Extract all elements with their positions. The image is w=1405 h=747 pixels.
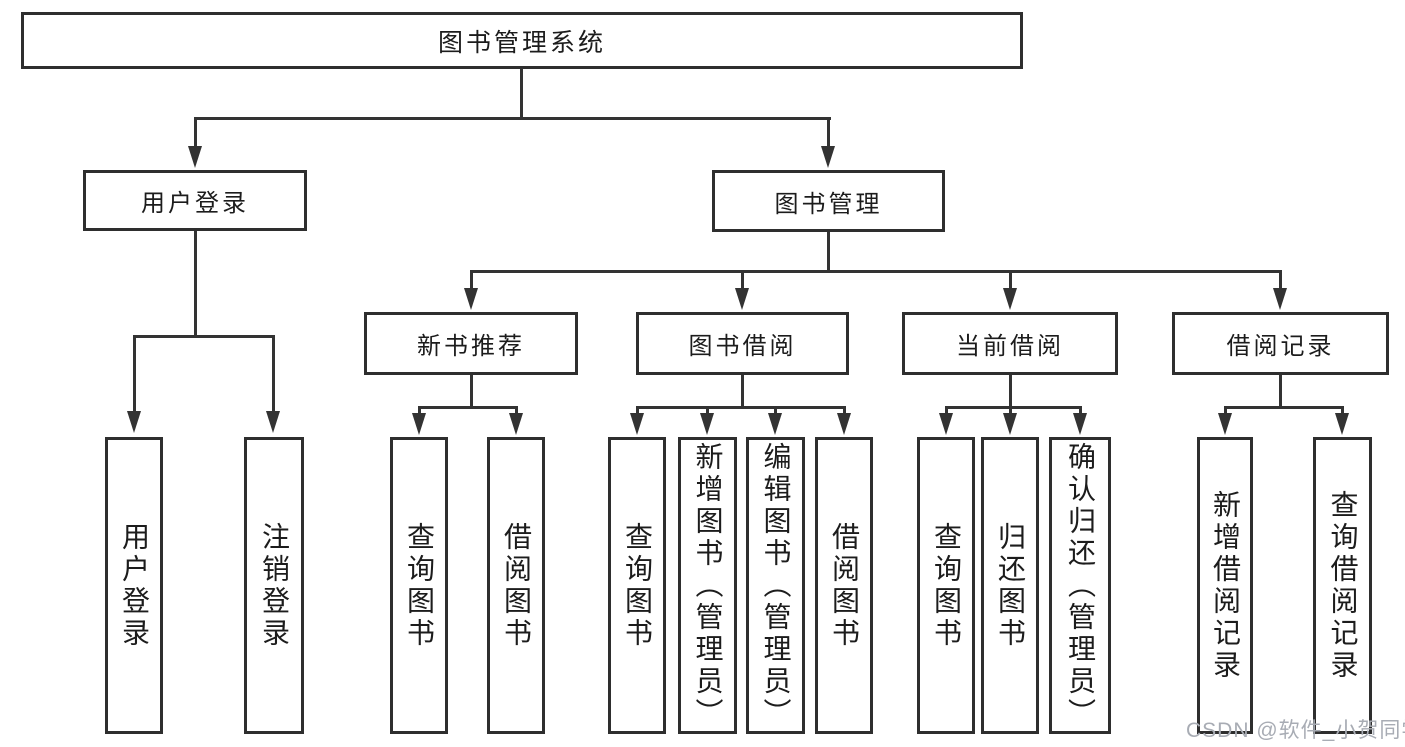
node-book-borrowing: 图书借阅	[636, 312, 849, 375]
arrow-down-icon	[188, 146, 202, 168]
connector-new-book-stem	[470, 375, 473, 409]
arrow-down-icon	[768, 413, 782, 435]
connector-to-leaf	[945, 406, 948, 416]
connector-to-leaf	[1224, 406, 1227, 416]
connector-to-leaf	[272, 335, 275, 413]
node-leaf-query-books: 查询图书	[917, 437, 975, 734]
arrow-down-icon	[821, 146, 835, 168]
connector-to-leaf	[1009, 406, 1012, 416]
arrow-down-icon	[1335, 413, 1349, 435]
connector-to-leaf	[774, 406, 777, 416]
arrow-down-icon	[1003, 413, 1017, 435]
connector-root-branch	[194, 117, 831, 120]
connector-to-book-management	[827, 117, 830, 149]
connector-to-leaf	[706, 406, 709, 416]
leaf-label: 确认归还（管理员）	[1065, 441, 1096, 730]
node-leaf-confirm-return-admin: 确认归还（管理员）	[1049, 437, 1111, 734]
leaf-label: 用户登录	[119, 521, 150, 650]
connector-book-borrowing-stem	[741, 375, 744, 409]
leaf-label: 新增图书（管理员）	[692, 441, 724, 730]
arrow-down-icon	[127, 411, 141, 433]
arrow-down-icon	[630, 413, 644, 435]
connector-new-book-branch	[418, 406, 518, 409]
arrow-down-icon	[1218, 413, 1232, 435]
arrow-down-icon	[939, 413, 953, 435]
connector-user-login-branch	[133, 335, 275, 338]
leaf-label: 查询图书	[404, 521, 435, 650]
connector-to-borrowing-records	[1279, 270, 1282, 290]
node-leaf-logout: 注销登录	[244, 437, 304, 734]
connector-to-leaf	[1079, 406, 1082, 416]
arrow-down-icon	[735, 288, 749, 310]
connector-current-borrowing-branch	[945, 406, 1082, 409]
arrow-down-icon	[509, 413, 523, 435]
arrow-down-icon	[1073, 413, 1087, 435]
node-current-borrowing: 当前借阅	[902, 312, 1118, 375]
node-leaf-borrow-books: 借阅图书	[815, 437, 873, 734]
node-leaf-query-borrow-record: 查询借阅记录	[1313, 437, 1372, 734]
node-leaf-add-books-admin: 新增图书（管理员）	[678, 437, 737, 734]
connector-to-user-login	[194, 117, 197, 149]
arrow-down-icon	[412, 413, 426, 435]
node-borrowing-records: 借阅记录	[1172, 312, 1389, 375]
node-leaf-return-books: 归还图书	[981, 437, 1039, 734]
leaf-label: 借阅图书	[829, 521, 860, 650]
arrow-down-icon	[266, 411, 280, 433]
node-user-login: 用户登录	[83, 170, 307, 231]
connector-book-management-branch	[470, 270, 1282, 273]
leaf-label: 注销登录	[259, 521, 290, 650]
node-root: 图书管理系统	[21, 12, 1023, 69]
leaf-label: 查询图书	[622, 521, 653, 650]
connector-book-borrowing-branch	[636, 406, 846, 409]
node-new-book-recommendation: 新书推荐	[364, 312, 578, 375]
arrow-down-icon	[1003, 288, 1017, 310]
connector-to-leaf	[515, 406, 518, 416]
leaf-label: 借阅图书	[501, 521, 532, 650]
connector-user-login-stem	[194, 231, 197, 337]
node-leaf-edit-books-admin: 编辑图书（管理员）	[746, 437, 805, 734]
leaf-label: 新增借阅记录	[1210, 489, 1241, 682]
connector-to-leaf	[1341, 406, 1344, 416]
connector-to-new-book	[470, 270, 473, 290]
node-leaf-query-books: 查询图书	[608, 437, 666, 734]
node-leaf-user-login: 用户登录	[105, 437, 163, 734]
leaf-label: 查询借阅记录	[1327, 489, 1359, 682]
arrow-down-icon	[700, 413, 714, 435]
connector-to-leaf	[636, 406, 639, 416]
node-leaf-borrow-books: 借阅图书	[487, 437, 545, 734]
connector-to-leaf	[843, 406, 846, 416]
connector-root-stem	[520, 68, 523, 118]
connector-to-leaf	[133, 335, 136, 413]
csdn-watermark: CSDN @软件_小贺同学	[1186, 719, 1405, 742]
node-leaf-add-borrow-record: 新增借阅记录	[1197, 437, 1253, 734]
node-book-management: 图书管理	[712, 170, 945, 232]
arrow-down-icon	[837, 413, 851, 435]
node-leaf-query-books: 查询图书	[390, 437, 448, 734]
connector-current-borrowing-stem	[1009, 375, 1012, 409]
connector-to-book-borrowing	[741, 270, 744, 290]
connector-borrowing-records-stem	[1279, 375, 1282, 409]
connector-book-management-stem	[827, 232, 830, 272]
leaf-label: 编辑图书（管理员）	[760, 441, 792, 730]
leaf-label: 查询图书	[931, 521, 962, 650]
connector-to-current-borrowing	[1009, 270, 1012, 290]
connector-to-leaf	[418, 406, 421, 416]
arrow-down-icon	[464, 288, 478, 310]
leaf-label: 归还图书	[995, 521, 1026, 650]
connector-borrowing-records-branch	[1224, 406, 1344, 409]
arrow-down-icon	[1273, 288, 1287, 310]
